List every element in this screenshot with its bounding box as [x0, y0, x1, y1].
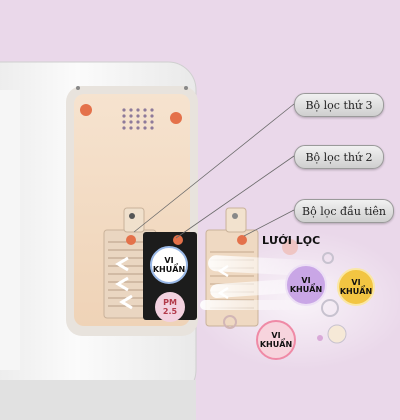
callout-lines	[133, 103, 295, 239]
badge-text-2: KHUẨN	[289, 285, 323, 294]
callout-filter-1: Bộ lọc đầu tiên	[294, 199, 394, 223]
pm25-badge: PM 2.5	[155, 292, 185, 322]
pm-value: 2.5	[162, 307, 178, 316]
badge-text-1: VI	[301, 276, 311, 285]
callout-filter-2: Bộ lọc thứ 2	[294, 145, 384, 169]
vent-grille	[122, 108, 154, 130]
screw-left	[80, 104, 92, 116]
bacteria-badge-pink: VI KHUẨN	[256, 320, 296, 360]
bacteria-badge-purple: VI KHUẨN	[285, 264, 327, 306]
bacteria-badge-yellow: VI KHUẨN	[337, 268, 375, 306]
badge-text-2: KHUẨN	[259, 340, 293, 349]
bacteria-badge-left: VI KHUẨN	[150, 246, 188, 284]
badge-text-2: KHUẨN	[152, 265, 186, 274]
badge-text-2: KHUẨN	[339, 287, 373, 296]
particles	[223, 239, 347, 344]
mesh-label: LƯỚI LỌC	[262, 234, 321, 247]
callout-filter-3: Bộ lọc thứ 3	[294, 93, 384, 117]
badge-text-1: VI	[164, 256, 174, 265]
badge-text-1: VI	[271, 331, 281, 340]
screw-right	[170, 112, 182, 124]
badge-text-1: VI	[351, 278, 361, 287]
pm-text: PM	[163, 298, 177, 307]
